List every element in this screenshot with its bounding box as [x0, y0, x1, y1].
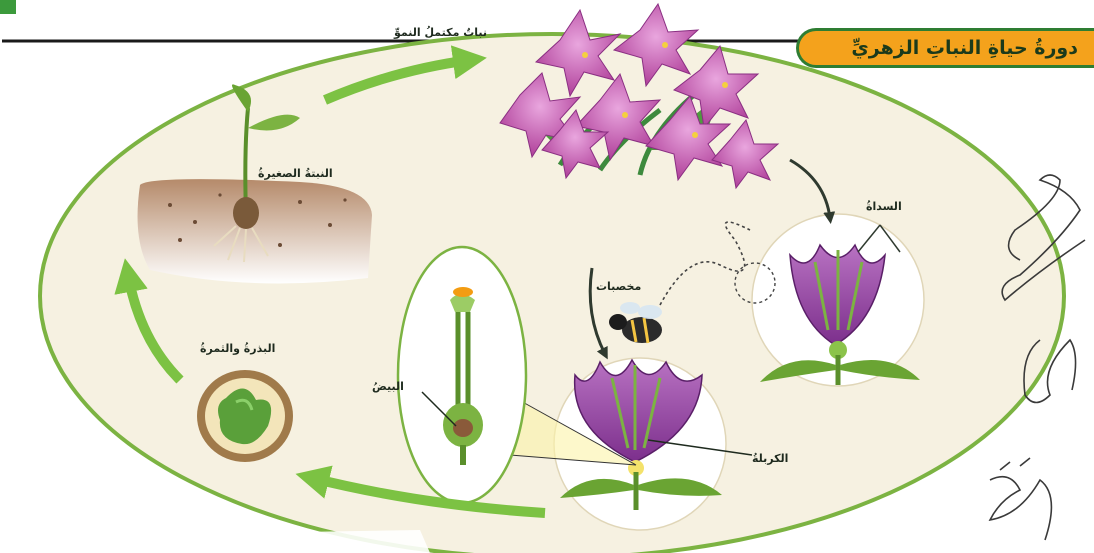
page-title: دورةُ حياةِ النباتِ الزهريِّ — [851, 37, 1078, 59]
label-pistil: الكربلةُ — [752, 452, 788, 465]
title-banner: دورةُ حياةِ النباتِ الزهريِّ — [796, 28, 1094, 68]
label-stamens: السداةُ — [866, 200, 902, 213]
label-mature-plant: نباتٌ مكتملُ النموِّ — [394, 26, 487, 39]
label-young-plant: النبتةُ الصغيرةُ — [258, 167, 333, 180]
stamens-flower-circle — [752, 214, 924, 386]
label-pollination: مخصبات — [596, 280, 641, 293]
corner-marker — [0, 0, 16, 14]
pistil-closeup — [398, 247, 526, 503]
label-ovule: البيضُ — [372, 380, 404, 393]
label-seed-and-fruit: البذرةُ والثمرةُ — [200, 342, 275, 355]
seed-and-fruit — [197, 370, 293, 462]
